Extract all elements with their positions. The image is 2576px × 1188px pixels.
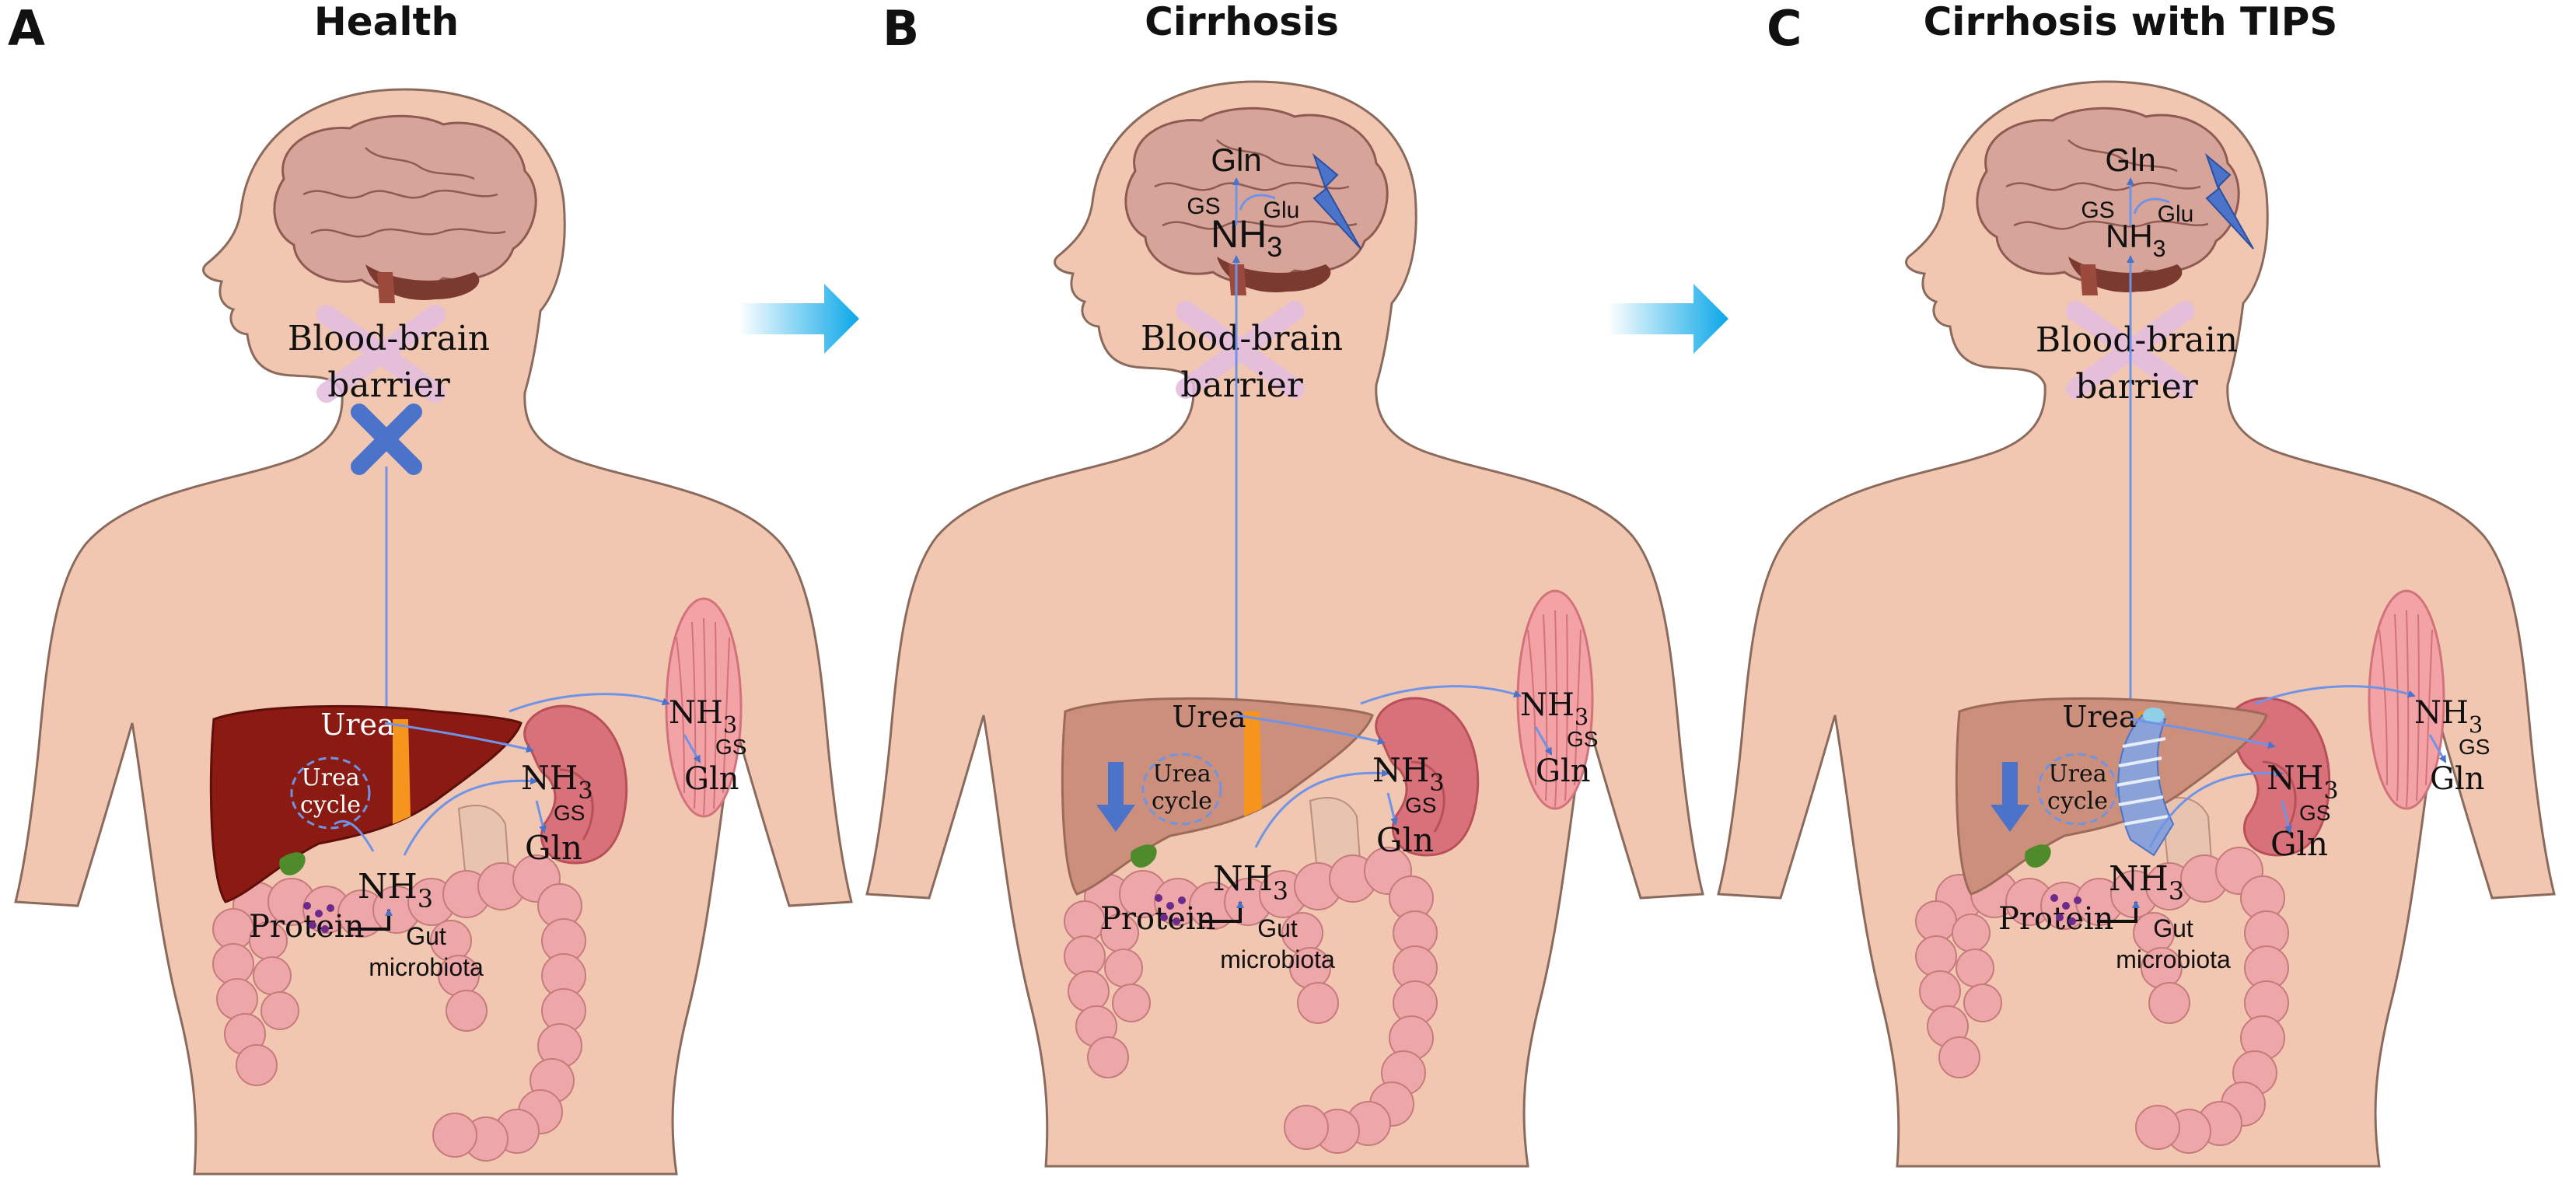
liver-a — [209, 704, 523, 903]
urea-cycle-ring-a — [290, 756, 371, 830]
panel-b: B Cirrhosis Gln GS Glu NH3 Blood-brain b… — [865, 0, 1704, 1168]
portal-vein-b — [1244, 711, 1262, 816]
portal-vein-a — [393, 719, 411, 824]
brain-nh3-label: NH3 — [1211, 212, 1282, 263]
brain-glu-label: Glu — [1264, 197, 1300, 223]
protein-label: Protein — [1998, 901, 2113, 937]
muscle-gln-label: Gln — [1536, 753, 1591, 789]
panel-letter-b: B — [883, 0, 919, 57]
panel-title-c: Cirrhosis with TIPS — [1924, 0, 2338, 44]
gut-label-2: microbiota — [1220, 945, 1335, 973]
gallbladder-a — [279, 852, 306, 875]
bbb-label-line2: barrier — [1180, 365, 1304, 405]
muscle-gs-label: GS — [715, 735, 746, 759]
muscle-gs-label: GS — [1567, 727, 1598, 751]
gut-label-1: Gut — [2153, 914, 2193, 942]
kidney-nh3-label: NH3 — [521, 759, 593, 805]
panel-title-a: Health — [314, 0, 459, 44]
protein-dots-c — [2050, 894, 2081, 925]
down-arrow-icon-c — [1991, 762, 2029, 832]
kidney-nh3-label: NH3 — [1372, 751, 1445, 797]
muscle-gs-label: GS — [2459, 735, 2490, 759]
bbb-label-line2: barrier — [327, 365, 451, 405]
kidney-gs-label: GS — [2299, 801, 2330, 825]
bbb-label-line1: Blood-brain — [288, 319, 490, 358]
urea-cycle-label-1: Urea — [301, 764, 359, 791]
gut-nh3-label: NH3 — [358, 867, 433, 914]
brain-nh3-label: NH3 — [2106, 218, 2166, 262]
body-silhouette-a — [14, 88, 853, 1176]
gut-label-2: microbiota — [369, 953, 484, 981]
gut-label-1: Gut — [406, 922, 446, 950]
tips-stent — [2116, 708, 2175, 857]
gallbladder-b — [1131, 844, 1157, 868]
urea-cycle-label-1: Urea — [2048, 760, 2106, 788]
brain-gs-label: GS — [1187, 194, 1220, 219]
urea-label: Urea — [1172, 700, 1246, 734]
panel-letter-a: A — [8, 0, 45, 57]
protein-dots-b — [1155, 894, 1186, 925]
lightning-icon-b — [1312, 152, 1361, 250]
muscle-gln-label: Gln — [684, 761, 739, 797]
protein-dots-a — [303, 902, 334, 933]
urea-cycle-label-2: cycle — [2047, 788, 2108, 815]
urea-label: Urea — [2062, 700, 2136, 734]
panel-title-b: Cirrhosis — [1145, 0, 1339, 44]
urea-cycle-ring-b — [1141, 753, 1222, 826]
gut-label-1: Gut — [1257, 914, 1298, 942]
down-arrow-icon-b — [1096, 762, 1135, 832]
liver-b — [1061, 697, 1374, 896]
panel-transition-arrow-1 — [739, 284, 859, 354]
kidney-gs-label: GS — [554, 801, 585, 825]
kidney-nh3-label: NH3 — [2267, 759, 2339, 805]
kidney-gln-label: Gln — [525, 829, 582, 867]
protein-label: Protein — [249, 909, 364, 945]
gut-nh3-label: NH3 — [1213, 859, 1288, 906]
gallbladder-c — [2025, 844, 2051, 868]
bbb-label-line1: Blood-brain — [1141, 319, 1343, 358]
bbb-label-line1: Blood-brain — [2036, 320, 2238, 360]
brain-glu-label: Glu — [2158, 201, 2194, 227]
muscle-gln-label: Gln — [2430, 761, 2485, 797]
body-silhouette-b — [865, 80, 1704, 1168]
urea-cycle-label-2: cycle — [1152, 788, 1212, 815]
muscle-nh3-label: NH3 — [1520, 687, 1589, 730]
bbb-label-line2: barrier — [2075, 367, 2199, 407]
liver-c — [1955, 697, 2268, 896]
gut-label-2: microbiota — [2116, 945, 2231, 973]
blood-brain-barrier-b: Blood-brain barrier — [1141, 301, 1343, 405]
urea-label: Urea — [320, 708, 394, 742]
kidney-gs-label: GS — [1405, 793, 1436, 817]
brain-gln-label: Gln — [2105, 142, 2155, 178]
brain-gln-label: Gln — [1211, 142, 1261, 178]
gut-nh3-label: NH3 — [2109, 859, 2184, 906]
protein-label: Protein — [1100, 901, 1215, 937]
urea-cycle-ring-c — [2037, 753, 2118, 826]
panel-letter-c: C — [1767, 0, 1802, 57]
panel-c: C Cirrhosis with TIPS Gln GS Glu NH3 Blo… — [1717, 0, 2556, 1168]
blood-brain-barrier-a: Blood-brain barrier — [288, 305, 490, 405]
kidney-gln-label: Gln — [1376, 821, 1434, 859]
muscle-nh3-label: NH3 — [669, 695, 737, 738]
brain-gs-label: GS — [2081, 197, 2114, 223]
urea-cycle-label-1: Urea — [1152, 760, 1211, 788]
kidney-gln-label: Gln — [2270, 825, 2328, 863]
urea-cycle-label-2: cycle — [300, 791, 361, 819]
muscle-nh3-label: NH3 — [2414, 695, 2483, 738]
lightning-icon-c — [2204, 152, 2254, 250]
panel-a: A Health Blood-brain barrier Urea Urea c… — [8, 0, 853, 1176]
blocked-cross-icon — [351, 404, 422, 475]
panel-transition-arrow-2 — [1608, 284, 1728, 354]
